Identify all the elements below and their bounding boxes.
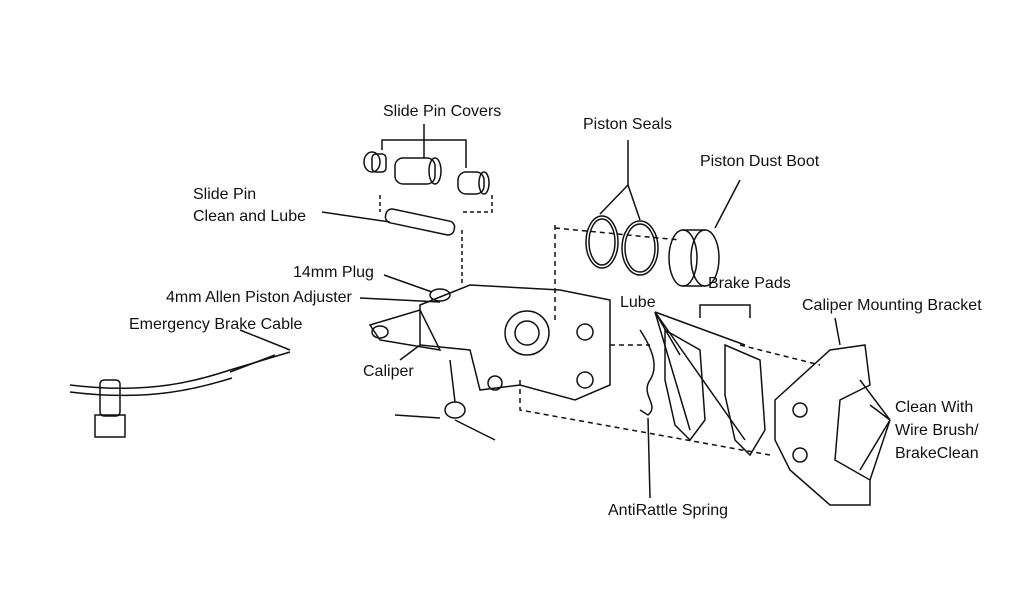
label-piston-seals: Piston Seals — [583, 116, 672, 133]
slide-pin-covers — [363, 124, 490, 195]
label-14mm-plug: 14mm Plug — [293, 264, 374, 281]
label-brakeclean: BrakeClean — [895, 445, 979, 462]
emergency-brake-cable — [69, 329, 291, 438]
label-emergency-brake-cable: Emergency Brake Cable — [129, 316, 303, 333]
label-caliper: Caliper — [363, 363, 414, 380]
label-antirattle-spring: AntiRattle Spring — [608, 502, 729, 519]
guide-lines — [519, 225, 821, 456]
piston-seals — [585, 140, 659, 276]
antirattle-spring — [639, 329, 655, 499]
label-allen-adjuster: 4mm Allen Piston Adjuster — [166, 289, 352, 306]
label-caliper-mounting-bracket: Caliper Mounting Bracket — [802, 297, 982, 314]
label-slide-pin: Slide Pin — [193, 186, 257, 203]
caliper-spring — [394, 359, 496, 441]
piston-dust-boot — [668, 179, 741, 287]
label-clean-with: Clean With — [895, 399, 974, 416]
caliper-mounting-bracket — [774, 317, 891, 506]
label-slide-pin-covers: Slide Pin Covers — [383, 103, 502, 120]
label-lube: Lube — [620, 294, 656, 311]
label-brake-pads: Brake Pads — [708, 275, 791, 292]
label-clean-and-lube: Clean and Lube — [193, 208, 306, 225]
label-wire-brush: Wire Brush/ — [895, 422, 979, 439]
label-piston-dust-boot: Piston Dust Boot — [700, 153, 820, 170]
brake-pads — [654, 304, 766, 457]
caliper-body — [359, 230, 611, 401]
slide-pin — [321, 195, 493, 236]
